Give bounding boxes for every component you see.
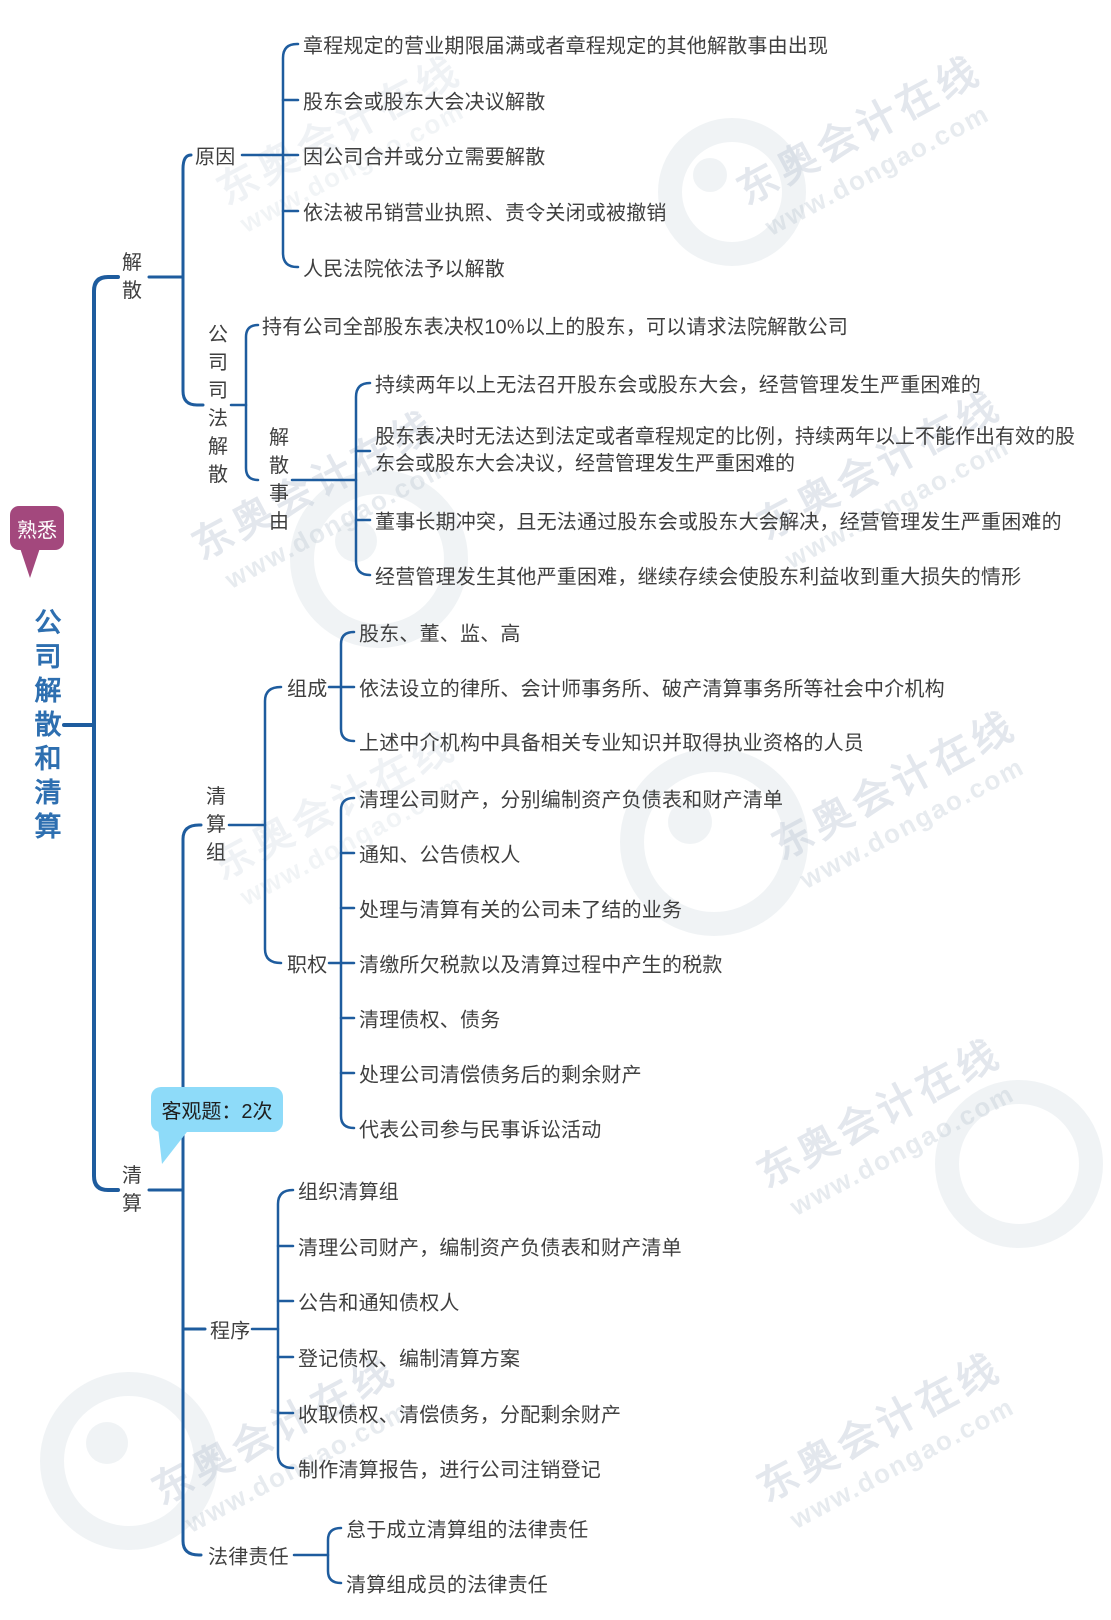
ground-item: 董事长期冲突，且无法通过股东会或股东大会解决，经营管理发生严重困难的 (375, 511, 1062, 534)
composition-item: 股东、董、监、高 (359, 623, 521, 646)
watermark-logo-dot (693, 158, 727, 192)
exam-frequency-callout-tail (158, 1128, 190, 1164)
cause-item: 依法被吊销营业执照、责令关闭或被撤销 (303, 202, 667, 225)
cause-item: 人民法院依法予以解散 (303, 258, 505, 281)
connector-dissolution-bus (181, 153, 205, 407)
node-dissolution-grounds: 解散事由 (269, 427, 289, 533)
cause-item: 章程规定的营业期限届满或者章程规定的其他解散事由出现 (303, 35, 829, 58)
cause-item: 股东会或股东大会决议解散 (303, 91, 546, 114)
watermark-logo-dot (86, 1422, 128, 1464)
node-legal-liability: 法律责任 (208, 1546, 289, 1569)
ground-item: 股东表决时无法达到法定或者章程规定的比例，持续两年以上不能作出有效的股东会或股东… (375, 426, 1075, 475)
node-composition: 组成 (287, 678, 328, 701)
connector-grounds-bus (354, 381, 372, 577)
ground-item: 经营管理发生其他严重困难，继续存续会使股东利益收到重大损失的情形 (375, 566, 1022, 589)
familiarity-tag-tail (20, 548, 40, 578)
procedure-step: 制作清算报告，进行公司注销登记 (298, 1459, 601, 1482)
watermark-logo-dot (668, 800, 712, 844)
node-liquidation: 清算 (122, 1165, 142, 1215)
power-item: 清理公司财产，分别编制资产负债表和财产清单 (359, 789, 784, 812)
power-item: 通知、公告债权人 (359, 844, 521, 867)
procedure-step: 收取债权、清偿债务，分配剩余财产 (298, 1404, 622, 1427)
node-causes: 原因 (195, 146, 236, 169)
node-liquidation-group: 清算组 (206, 786, 226, 864)
power-item: 处理与清算有关的公司未了结的业务 (359, 899, 683, 922)
node-procedure: 程序 (210, 1320, 251, 1343)
connector-group-bus (263, 685, 283, 965)
connector-liability-bus (326, 1526, 343, 1585)
liability-item: 清算组成员的法律责任 (346, 1574, 548, 1597)
power-item: 处理公司清偿债务后的剩余财产 (359, 1064, 642, 1087)
cause-item: 因公司合并或分立需要解散 (303, 146, 546, 169)
power-item: 代表公司参与民事诉讼活动 (359, 1119, 602, 1142)
node-dissolution: 解散 (122, 252, 142, 302)
familiarity-tag: 熟悉 (10, 506, 64, 550)
ground-item: 持续两年以上无法召开股东会或股东大会，经营管理发生严重困难的 (375, 374, 981, 397)
composition-item: 依法设立的律所、会计师事务所、破产清算事务所等社会中介机构 (359, 678, 945, 701)
procedure-step: 清理公司财产，编制资产负债表和财产清单 (298, 1237, 682, 1260)
composition-item: 上述中介机构中具备相关专业知识并取得执业资格的人员 (359, 732, 864, 755)
liability-item: 怠于成立清算组的法律责任 (346, 1519, 589, 1542)
connector-judicial-bus (244, 323, 260, 482)
root-node: 公司解散和清算 (34, 608, 62, 842)
connector-liquidation-bus (181, 823, 203, 1557)
connector-trunk (92, 275, 120, 1192)
procedure-step: 公告和通知债权人 (298, 1292, 460, 1315)
node-judicial-dissolution: 公司司法解散 (208, 324, 228, 486)
power-item: 清理债权、债务 (359, 1009, 501, 1032)
judicial-claim-item: 持有公司全部股东表决权10%以上的股东，可以请求法院解散公司 (262, 316, 849, 339)
procedure-step: 组织清算组 (298, 1181, 399, 1204)
procedure-step: 登记债权、编制清算方案 (298, 1348, 521, 1371)
power-item: 清缴所欠税款以及清算过程中产生的税款 (359, 954, 723, 977)
connector-procedure-bus (276, 1188, 295, 1470)
node-powers: 职权 (287, 954, 328, 977)
exam-frequency-callout: 客观题：2次 (151, 1087, 283, 1132)
